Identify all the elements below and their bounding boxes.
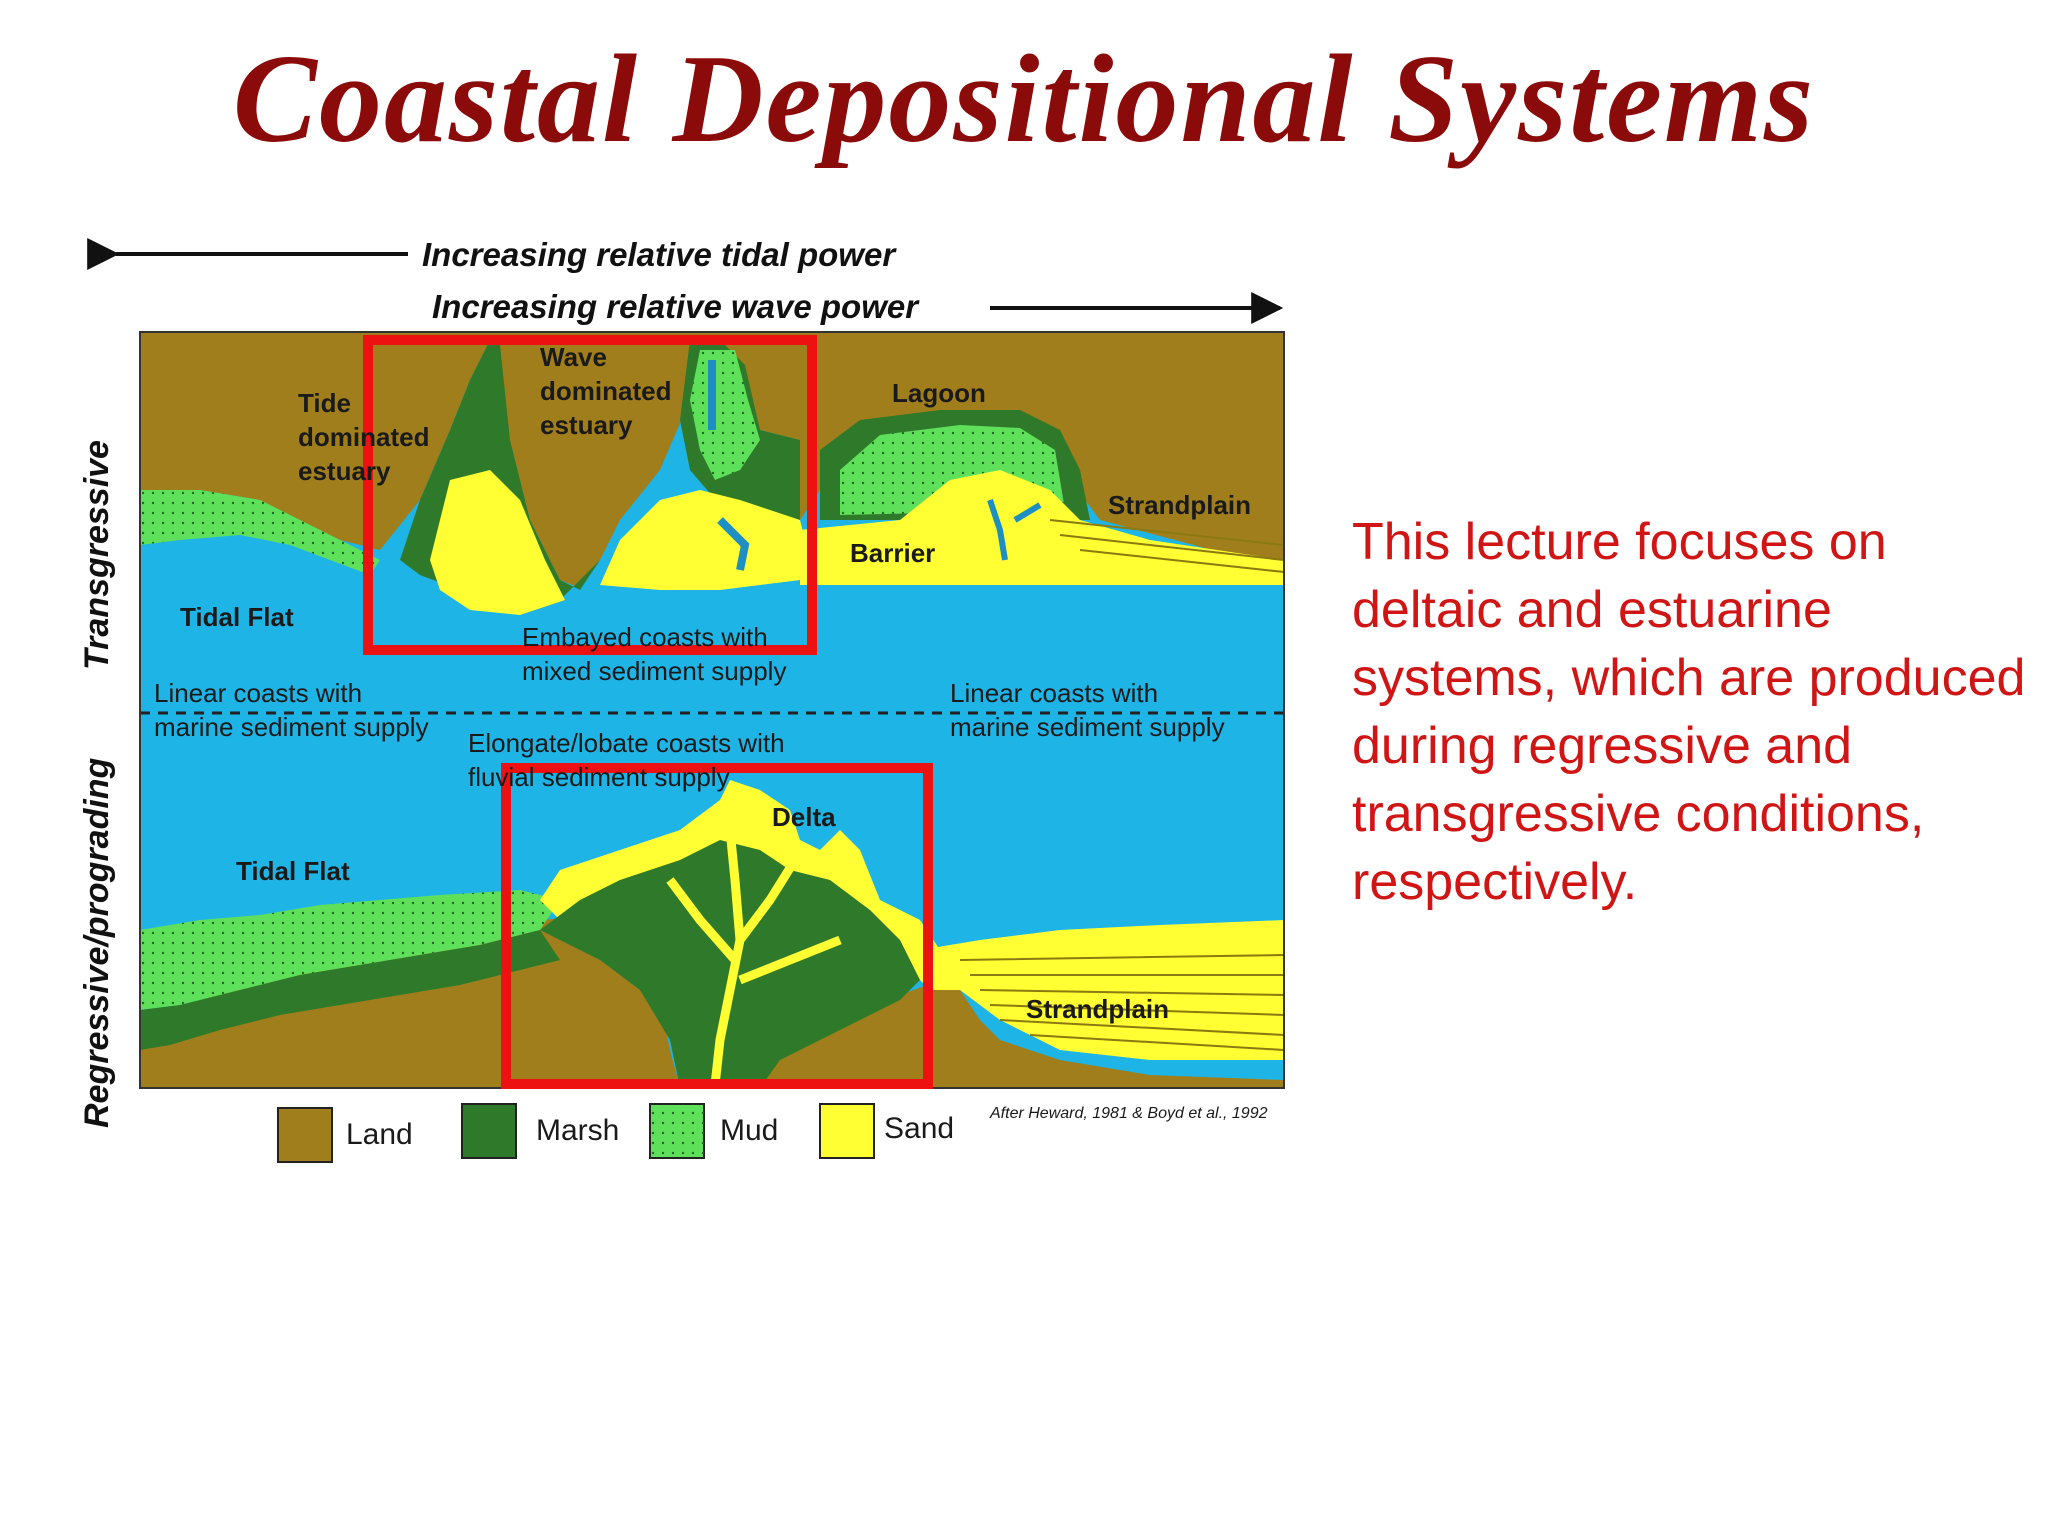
label-linear-right-1: Linear coasts with bbox=[950, 678, 1158, 708]
label-tidal-flat-top: Tidal Flat bbox=[180, 602, 294, 632]
label-strandplain-top: Strandplain bbox=[1108, 490, 1251, 520]
label-elongate-2: fluvial sediment supply bbox=[468, 762, 730, 792]
label-tide-3: estuary bbox=[298, 456, 391, 486]
label-lagoon: Lagoon bbox=[892, 378, 986, 408]
label-tide-1: Tide bbox=[298, 388, 351, 418]
label-delta: Delta bbox=[772, 802, 836, 832]
credit-text: After Heward, 1981 & Boyd et al., 1992 bbox=[989, 1105, 1268, 1122]
wave-power-label: Increasing relative wave power bbox=[432, 288, 920, 325]
label-strandplain-bottom: Strandplain bbox=[1026, 994, 1169, 1024]
label-linear-left-1: Linear coasts with bbox=[154, 678, 362, 708]
legend-label-mud: Mud bbox=[720, 1114, 778, 1147]
legend-swatch-sand bbox=[820, 1104, 874, 1158]
label-barrier: Barrier bbox=[850, 538, 935, 568]
legend-label-sand: Sand bbox=[884, 1112, 954, 1145]
label-wave-1: Wave bbox=[540, 342, 607, 372]
legend-label-marsh: Marsh bbox=[536, 1114, 619, 1147]
label-elongate-1: Elongate/lobate coasts with bbox=[468, 728, 785, 758]
label-embayed-1: Embayed coasts with bbox=[522, 622, 768, 652]
label-wave-2: dominated bbox=[540, 376, 671, 406]
label-tide-2: dominated bbox=[298, 422, 429, 452]
legend: Land Marsh Mud Sand bbox=[278, 1104, 954, 1162]
transgressive-label: Transgressive bbox=[78, 440, 116, 670]
regressive-label: Regressive/prograding bbox=[78, 757, 116, 1128]
label-linear-right-2: marine sediment supply bbox=[950, 712, 1225, 742]
legend-swatch-marsh bbox=[462, 1104, 516, 1158]
label-tidal-flat-bottom: Tidal Flat bbox=[236, 856, 350, 886]
label-embayed-2: mixed sediment supply bbox=[522, 656, 786, 686]
label-wave-3: estuary bbox=[540, 410, 633, 440]
legend-label-land: Land bbox=[346, 1118, 413, 1151]
lecture-note: This lecture focuses on deltaic and estu… bbox=[1352, 508, 2042, 916]
tidal-power-label: Increasing relative tidal power bbox=[422, 236, 897, 273]
label-linear-left-2: marine sediment supply bbox=[154, 712, 429, 742]
legend-swatch-land bbox=[278, 1108, 332, 1162]
